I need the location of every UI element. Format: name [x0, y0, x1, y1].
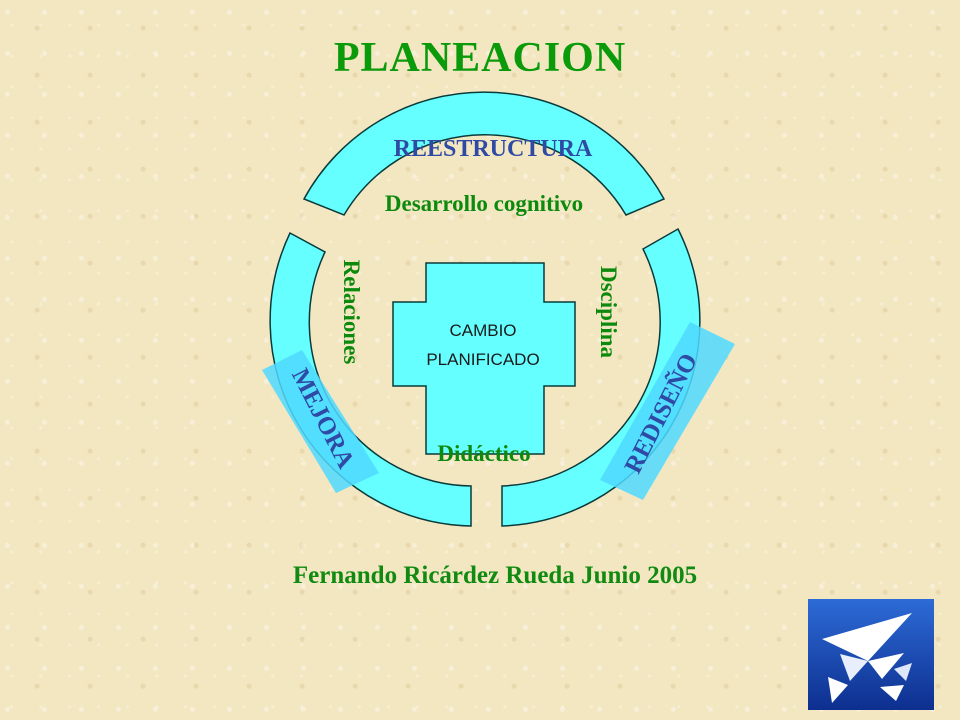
center-label-line2: PLANIFICADO [426, 350, 539, 369]
rediseno-banner [600, 322, 735, 500]
label-desarrollo-cognitivo: Desarrollo cognitivo [385, 191, 583, 216]
folded-paper-plane-icon [808, 599, 934, 710]
center-label-line1: CAMBIO [449, 321, 516, 340]
center-cross [392, 262, 576, 455]
label-didactico: Didáctico [437, 441, 530, 466]
mejora-banner [262, 350, 379, 493]
ring-segment-top [302, 91, 666, 216]
label-reestructura: REESTRUCTURA [394, 136, 593, 162]
label-disciplina: Dsciplina [596, 266, 621, 359]
author-date-line: Fernando Ricárdez Rueda Junio 2005 [292, 562, 698, 589]
slide-title: PLANEACION [333, 35, 627, 81]
label-relaciones: Relaciones [339, 260, 364, 365]
